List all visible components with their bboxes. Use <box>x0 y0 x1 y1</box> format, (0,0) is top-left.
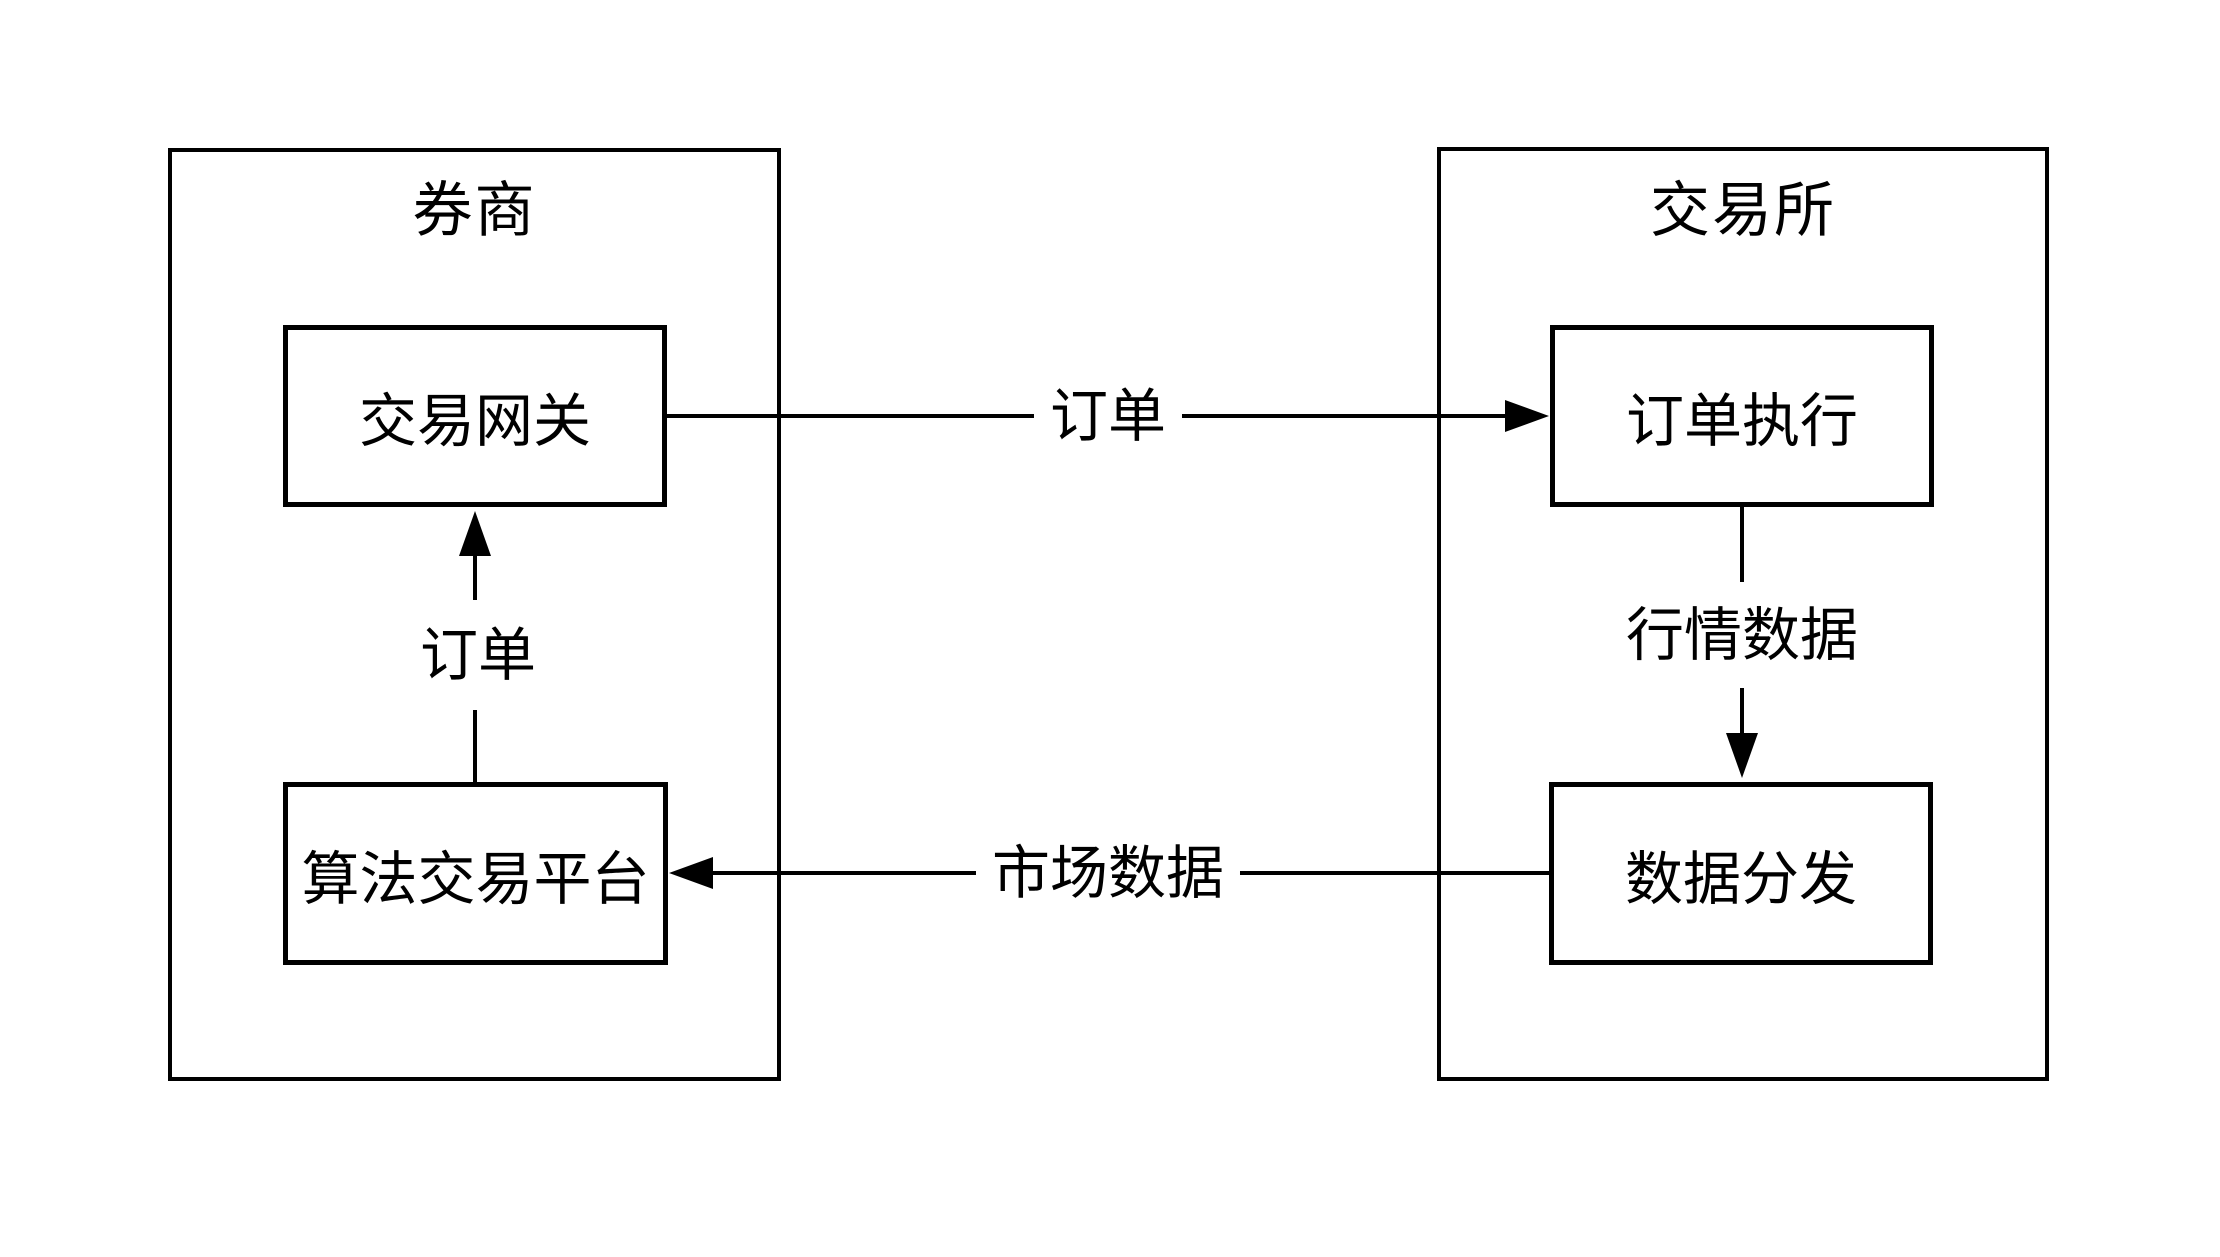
broker-title: 券商 <box>412 176 537 246</box>
broker-container <box>168 148 781 1081</box>
algo-trading-platform-node: 算法交易平台 <box>283 782 668 965</box>
order-execution-node: 订单执行 <box>1550 325 1934 507</box>
data-distribution-node: 数据分发 <box>1549 782 1933 965</box>
trading-gateway-node: 交易网关 <box>283 325 667 507</box>
market-data-flow-label: 市场数据 <box>975 842 1241 904</box>
exchange-title: 交易所 <box>1650 176 1836 246</box>
broker-order-label: 订单 <box>407 600 549 710</box>
exchange-quote-data-label: 行情数据 <box>1613 582 1871 688</box>
order-flow-label: 订单 <box>1033 385 1183 447</box>
exchange-container <box>1437 147 2049 1081</box>
